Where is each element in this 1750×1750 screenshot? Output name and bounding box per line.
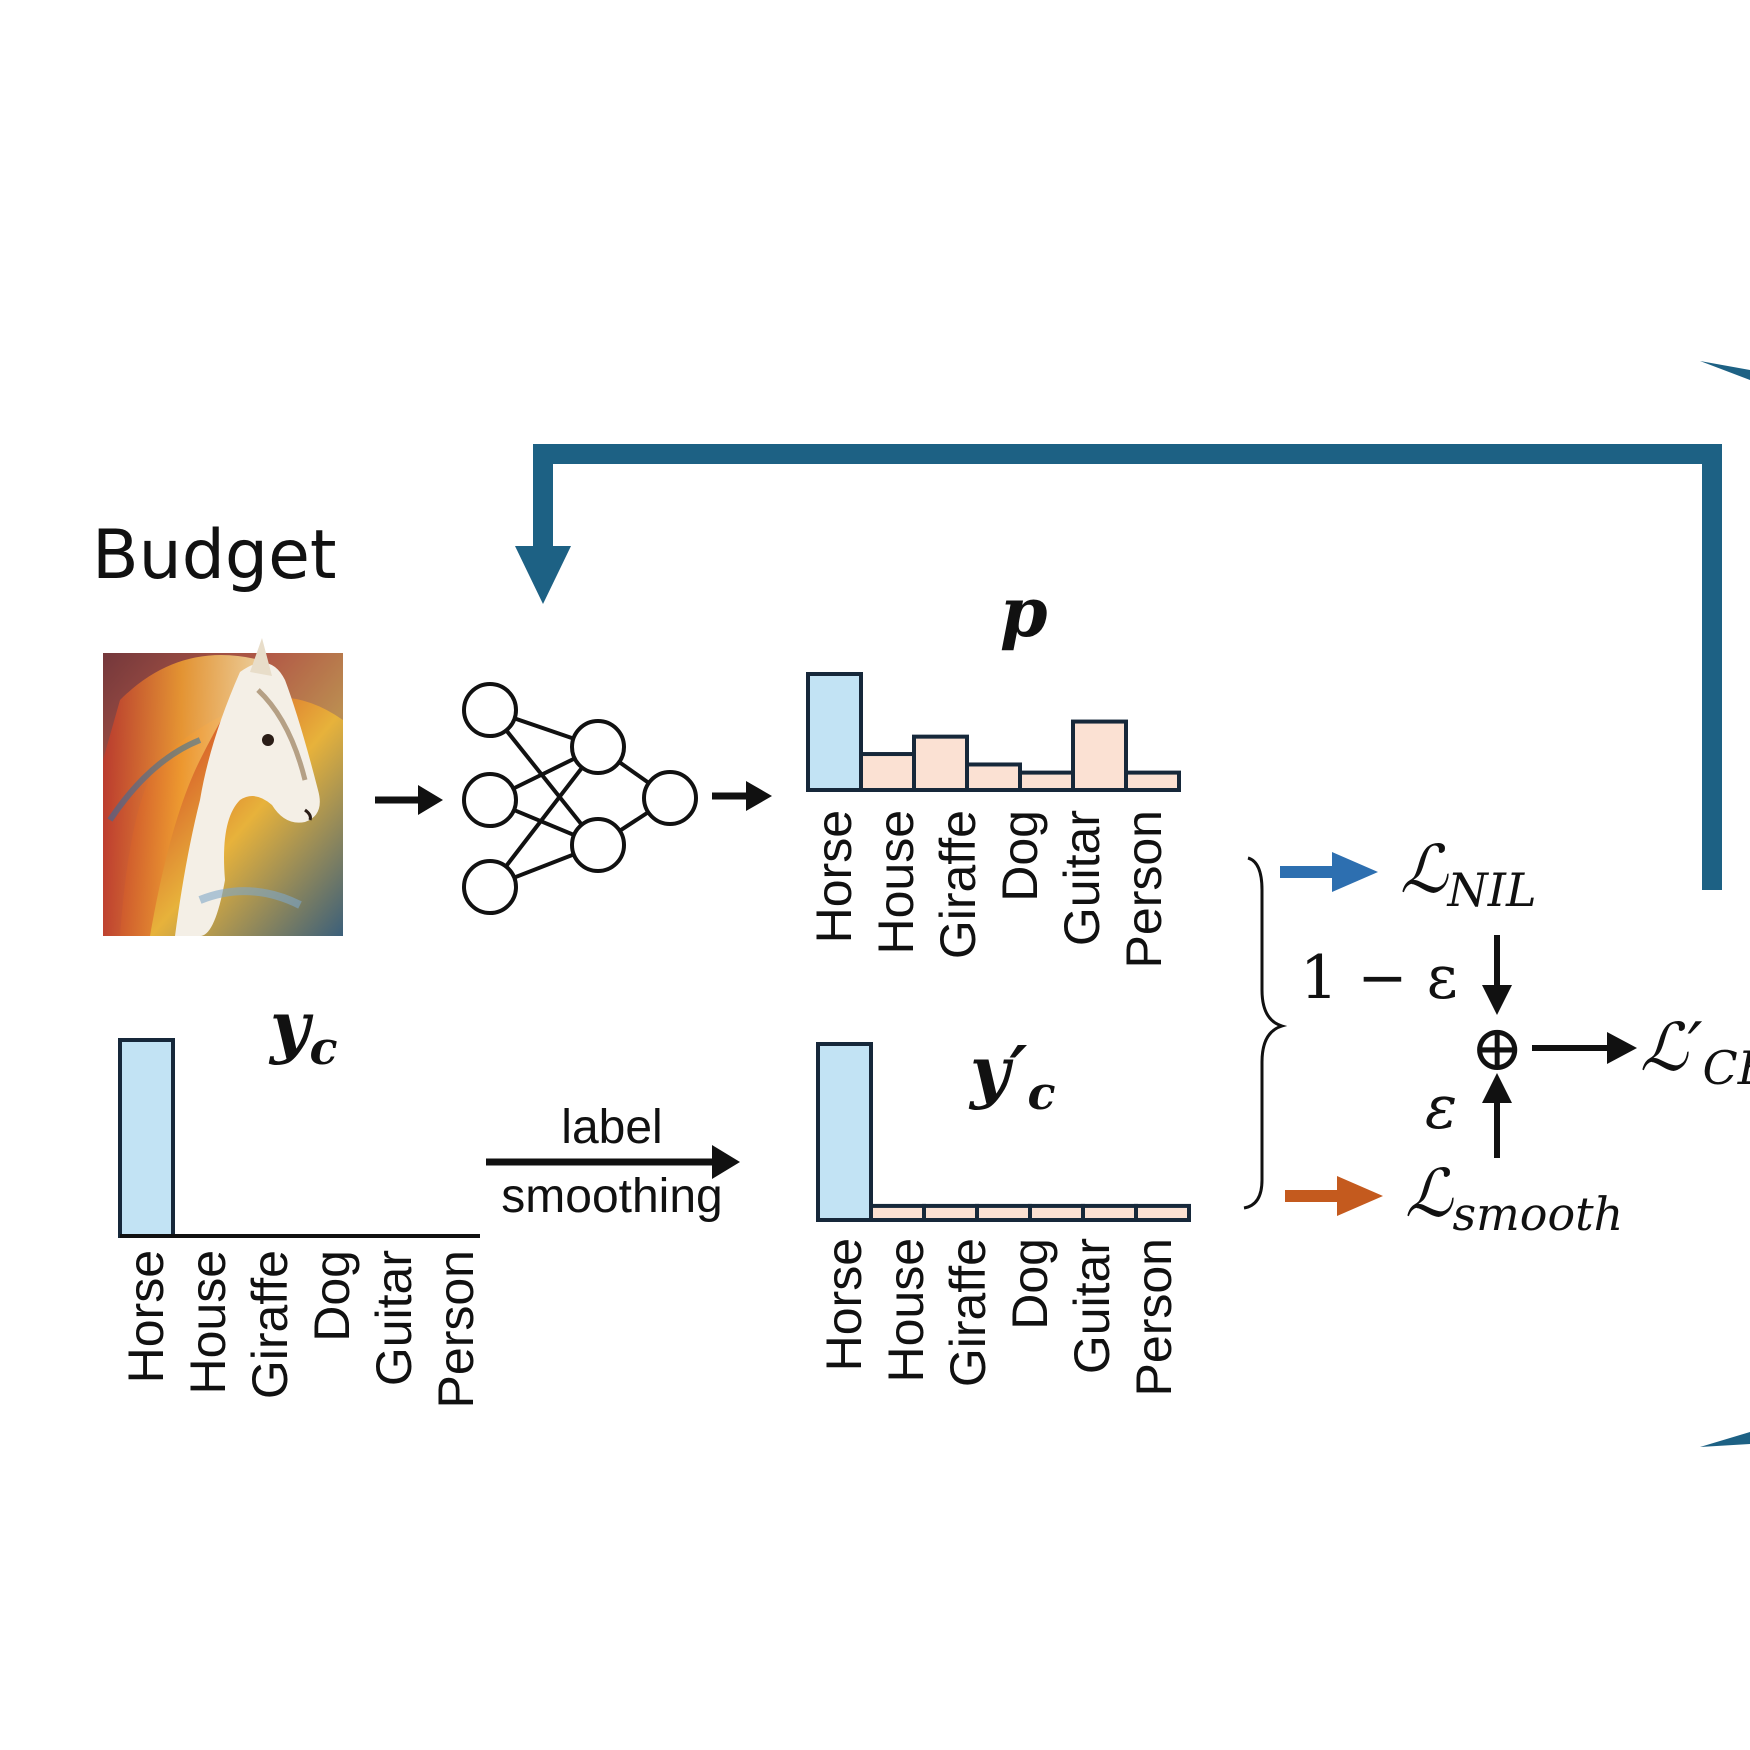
ycp-bar-3 [975,1203,1032,1223]
label-smoothing-line2: smoothing [501,1170,722,1223]
yc-category-label-0: Horse [118,1250,174,1383]
neural-network-icon [462,682,698,915]
arrow-up-to-oplus [1482,1073,1512,1158]
weight-eps: ε [1425,1073,1457,1143]
input-node-3 [462,859,518,915]
loss-smooth-sub: smooth [1453,1187,1624,1241]
p-bar-3 [965,762,1022,792]
ycp-bar-2 [922,1203,979,1223]
ycp-bar-4 [1028,1203,1085,1223]
label-smoothing-arrow: label smoothing [486,1101,740,1223]
ycp-sub: c [1027,1066,1055,1120]
ycp-bar-1 [869,1203,926,1223]
output-node [642,770,698,826]
weight-one-minus-eps: 1 − ε [1300,943,1458,1013]
smooth-arrow [1285,1176,1383,1216]
p-category-label-3: Dog [992,810,1048,902]
hidden-node-2 [570,817,626,873]
ycp-category-label-3: Dog [1002,1238,1058,1330]
p-bar-1 [859,752,916,792]
horse-image [103,638,343,936]
edge-mark-bottom [1700,1432,1750,1447]
input-node-2 [462,772,518,828]
output-loss-sub: CE [1703,1041,1750,1095]
yc-category-label-2: Giraffe [242,1250,298,1399]
arrow-to-output-loss [1532,1032,1637,1064]
chart-p-title: p [1000,573,1048,653]
figure-title: Budget [92,516,337,595]
feedback-loop [515,361,1750,1447]
p-bar-5 [1071,719,1128,792]
ycp-category-label-2: Giraffe [940,1238,996,1387]
loss-smooth-main: ℒ [1405,1155,1454,1232]
ycp-category-label-5: Person [1126,1238,1182,1396]
label-smoothing-line1: label [561,1101,662,1154]
arrow-image-to-network [375,785,443,815]
yc-sub: c [310,1021,338,1075]
arrow-down-to-oplus [1482,935,1512,1015]
ycp-category-label-1: House [878,1238,934,1383]
input-node-1 [462,682,518,738]
ycp-category-label-4: Guitar [1064,1238,1120,1374]
p-bar-0 [806,672,863,792]
p-category-label-1: House [868,810,924,955]
chart-yc-prime-title: y′c [968,1032,1055,1120]
p-category-label-5: Person [1116,810,1172,968]
p-category-label-0: Horse [806,810,862,943]
curly-brace [1243,856,1288,1210]
nil-arrow [1280,852,1378,892]
feedback-arrowhead [515,546,571,604]
hidden-node-1 [570,719,626,775]
edge-mark-top [1700,361,1750,380]
p-category-label-4: Guitar [1054,810,1110,946]
loss-nil-label: ℒNIL [1400,831,1537,917]
ycp-main: y′ [968,1032,1028,1112]
loss-nil-main: ℒ [1400,831,1449,908]
ycp-bar-0 [816,1042,873,1222]
loss-smooth-label: ℒsmooth [1405,1155,1623,1241]
p-bar-6 [1124,770,1181,792]
yc-bar-0 [118,1038,175,1238]
output-loss-label: ℒ′CE [1640,1009,1750,1095]
p-bar-4 [1018,770,1075,792]
chart-yc-title: yc [268,987,338,1075]
yc-main: y [268,987,314,1067]
p-bar-2 [912,734,969,793]
yc-category-label-5: Person [428,1250,484,1408]
yc-category-label-1: House [180,1250,236,1395]
ycp-bar-6 [1134,1203,1191,1223]
yc-category-label-3: Dog [304,1250,360,1342]
ycp-bar-5 [1081,1203,1138,1223]
loss-nil-sub: NIL [1447,863,1537,917]
arrow-network-to-p [712,781,772,811]
p-category-label-2: Giraffe [930,810,986,959]
ycp-category-label-0: Horse [816,1238,872,1371]
yc-category-label-4: Guitar [366,1250,422,1386]
output-loss-main: ℒ′ [1640,1009,1703,1086]
